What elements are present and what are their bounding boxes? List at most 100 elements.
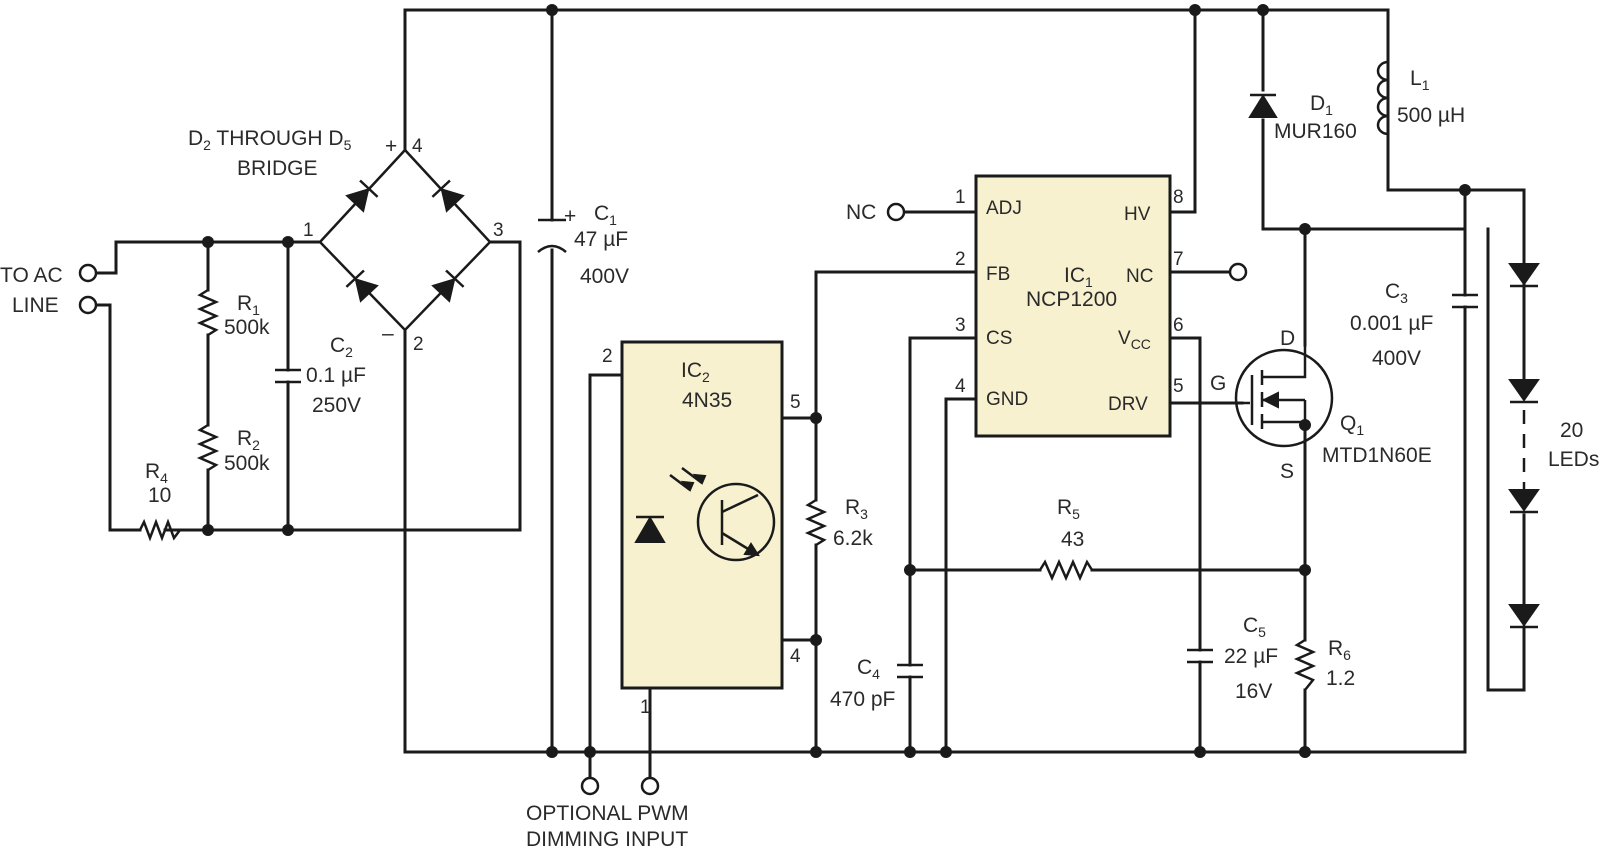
bridge-diode-d2 — [345, 179, 379, 213]
nc-terminal-pin7[interactable] — [1228, 262, 1248, 282]
bridge-rectifier — [318, 148, 492, 332]
inductor-l1 — [1376, 8, 1390, 192]
bridge-plus: + — [385, 135, 397, 158]
ac-line-terminal-2[interactable] — [78, 295, 98, 315]
ic1-ncp1200 — [974, 174, 1172, 438]
r3-value: 6.2k — [833, 527, 873, 550]
bridge-pin-3: 3 — [493, 220, 504, 241]
r4-value: 10 — [148, 484, 171, 507]
c2-voltage: 250V — [312, 394, 361, 417]
mosfet-q1 — [1234, 345, 1334, 448]
ic1-ref: IC1 — [1064, 264, 1093, 290]
ic1-pin1-name: ADJ — [986, 198, 1022, 219]
pwm-label-1: OPTIONAL PWM — [526, 802, 689, 825]
ic1-pin1-num: 1 — [955, 187, 966, 208]
bridge-minus: – — [382, 322, 394, 345]
q1-drain: D — [1280, 327, 1295, 350]
light-arrows — [669, 467, 707, 492]
ic1-pin7-num: 7 — [1173, 249, 1184, 270]
resistor-r5 — [1038, 558, 1094, 582]
c5-ref: C5 — [1243, 614, 1266, 640]
l1-value: 500 µH — [1397, 104, 1465, 127]
resistor-r3 — [804, 498, 828, 547]
ac-line-label-2: LINE — [12, 294, 59, 317]
ic2-pin2: 2 — [602, 346, 613, 367]
c1-value: 47 µF — [574, 228, 628, 251]
ic2-pin5: 5 — [790, 392, 801, 413]
bridge-diode-d5 — [431, 269, 465, 303]
bridge-diode-d3 — [431, 179, 465, 213]
ic1-pin2-num: 2 — [955, 249, 966, 270]
bridge-label-2: BRIDGE — [237, 157, 318, 180]
c3-ref: C3 — [1385, 280, 1408, 306]
capacitor-c5 — [1187, 648, 1213, 664]
diode-d1 — [1248, 93, 1278, 118]
c1-voltage: 400V — [580, 265, 629, 288]
led-string — [1508, 262, 1540, 629]
c4-value: 470 pF — [830, 688, 895, 711]
ic1-pin6-num: 6 — [1173, 315, 1184, 336]
pwm-terminal-1[interactable] — [580, 776, 600, 796]
optocoupler-led — [634, 515, 666, 543]
capacitor-c1 — [537, 218, 567, 253]
bridge-label: D2 THROUGH D5 — [188, 127, 352, 153]
ic1-pin4-num: 4 — [955, 376, 966, 397]
led-4 — [1508, 604, 1540, 629]
led-1 — [1508, 263, 1540, 288]
c1-plus: + — [564, 205, 576, 228]
c2-value: 0.1 µF — [306, 364, 366, 387]
ic1-pin3-num: 3 — [955, 315, 966, 336]
resistor-r4 — [138, 518, 183, 542]
c2-ref: C2 — [330, 334, 353, 360]
ic2-part: 4N35 — [682, 389, 732, 412]
ic1-part: NCP1200 — [1026, 288, 1117, 311]
labels: TO AC LINE D2 THROUGH D5 BRIDGE + – 4 1 … — [0, 67, 1599, 849]
capacitor-c4 — [897, 663, 923, 679]
r1-ref: R1 — [237, 292, 260, 318]
ic1-pin3-name: CS — [986, 328, 1012, 349]
capacitor-c2 — [275, 368, 301, 384]
led-label: LEDs — [1548, 448, 1599, 471]
ic2-pin4: 4 — [790, 646, 801, 667]
r6-value: 1.2 — [1326, 667, 1355, 690]
l1-ref: L1 — [1410, 67, 1430, 93]
pwm-terminal-2[interactable] — [640, 776, 660, 796]
bridge-diode-d4 — [345, 269, 379, 303]
led-count: 20 — [1560, 419, 1583, 442]
ac-line-label-1: TO AC — [0, 264, 63, 287]
bridge-pin-2: 2 — [413, 334, 424, 355]
q1-part: MTD1N60E — [1322, 444, 1432, 467]
ic1-pin5-num: 5 — [1173, 376, 1184, 397]
r5-value: 43 — [1061, 528, 1084, 551]
r6-ref: R6 — [1328, 637, 1351, 663]
d1-part: MUR160 — [1274, 120, 1357, 143]
phototransistor — [696, 482, 776, 562]
ic1-pin2-name: FB — [986, 264, 1010, 285]
c5-value: 22 µF — [1224, 645, 1278, 668]
ic1-pin8-name: HV — [1124, 204, 1151, 225]
bridge-pin-1: 1 — [303, 220, 314, 241]
ic1-pin5-name: DRV — [1108, 394, 1148, 415]
ic1-pin4-name: GND — [986, 389, 1028, 410]
terminals — [78, 202, 1248, 796]
led-3 — [1508, 489, 1540, 514]
c3-voltage: 400V — [1372, 347, 1421, 370]
resistor-r2 — [196, 423, 220, 472]
led-2 — [1508, 379, 1540, 404]
r1-value: 500k — [224, 316, 270, 339]
r2-value: 500k — [224, 452, 270, 475]
ic1-pin6-name: VCC — [1118, 328, 1151, 352]
ac-line-terminal-1[interactable] — [78, 263, 98, 283]
ic2-4n35 — [620, 340, 784, 690]
nc-left-label: NC — [846, 201, 876, 224]
q1-source: S — [1280, 460, 1294, 483]
junctions — [202, 4, 1471, 758]
ic2-pin1: 1 — [640, 697, 651, 718]
nc-terminal-pin1[interactable] — [886, 202, 906, 222]
c1-ref: C1 — [594, 202, 617, 228]
pwm-label-2: DIMMING INPUT — [526, 828, 688, 849]
ic1-pin7-name: NC — [1126, 266, 1153, 287]
c5-voltage: 16V — [1235, 680, 1272, 703]
c4-ref: C4 — [857, 656, 880, 682]
